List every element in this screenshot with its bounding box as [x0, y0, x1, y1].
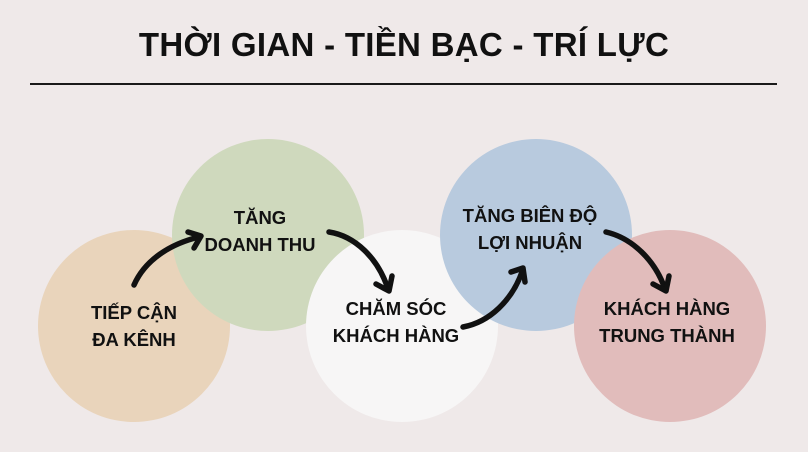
title-divider [30, 83, 777, 85]
step-label: TĂNG BIÊN ĐỘ LỢI NHUẬN [462, 205, 598, 253]
page-title: THỜI GIAN - TIỀN BẠC - TRÍ LỰC [138, 26, 670, 63]
step-label: KHÁCH HÀNG TRUNG THÀNH [599, 298, 735, 346]
step-label: CHĂM SÓC KHÁCH HÀNG [332, 298, 460, 346]
step-label: TIẾP CẬN ĐA KÊNH [90, 302, 177, 350]
step-label: TĂNG DOANH THU [204, 207, 316, 255]
step-circle-khach-hang-trung-thanh: KHÁCH HÀNG TRUNG THÀNH [574, 230, 766, 422]
